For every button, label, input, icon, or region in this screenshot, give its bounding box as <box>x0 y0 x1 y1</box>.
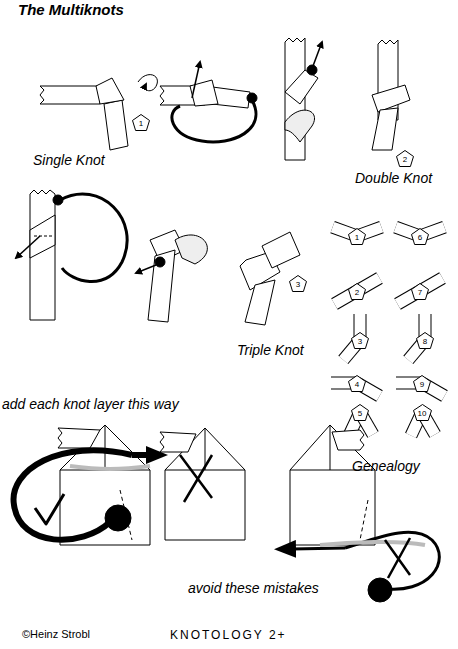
step-pentagon: 2 <box>396 150 414 167</box>
step-pentagon: 4 <box>348 375 366 392</box>
step-pentagon: 2 <box>348 283 366 300</box>
drawing-part <box>16 236 40 258</box>
callout-number: 1 <box>132 114 150 128</box>
step-pentagon: 3 <box>289 275 307 292</box>
callout-number: 2 <box>348 283 366 297</box>
footer-text: KNOTOLOGY 2+ <box>170 627 287 643</box>
step-pentagon: 1 <box>348 228 366 245</box>
callout-number: 10 <box>413 404 432 418</box>
step-pentagon: 8 <box>416 332 434 349</box>
drawing-part <box>155 257 165 267</box>
pentagon-shape <box>352 332 369 348</box>
drawing-part <box>190 80 218 106</box>
drawing-part <box>53 195 63 205</box>
drawing-part <box>285 110 315 142</box>
single-knot-figures <box>40 38 410 160</box>
callout-number: 6 <box>411 228 429 242</box>
drawing-part <box>262 232 300 268</box>
drawing-part <box>180 455 212 502</box>
callout-number: 3 <box>351 332 369 346</box>
drawing-part <box>247 93 257 103</box>
drawing-part <box>332 430 364 450</box>
pentagon-shape <box>349 375 366 391</box>
callout-number: 5 <box>351 404 369 418</box>
pentagon-shape <box>349 228 366 244</box>
genealogy-figures <box>331 227 445 435</box>
drawing-part <box>368 578 392 602</box>
drawing-part <box>58 428 100 448</box>
drawing-part <box>30 215 55 258</box>
footer-text: ©Heinz Strobl <box>22 626 90 642</box>
pentagon-shape <box>414 375 431 391</box>
step-pentagon: 6 <box>411 228 429 245</box>
pentagon-shape <box>349 283 366 299</box>
drawing-part <box>320 542 425 545</box>
drawing-part <box>96 78 124 104</box>
drawing-part <box>307 65 317 75</box>
drawing-part <box>34 236 52 237</box>
drawing-part <box>372 108 398 150</box>
pentagon-shape <box>412 228 429 244</box>
drawing-part <box>148 250 175 322</box>
drawing-part <box>372 85 410 112</box>
callout-number: 3 <box>289 275 307 289</box>
drawing-part <box>290 425 375 545</box>
title: The Multiknots <box>18 2 124 18</box>
drawing-part <box>175 235 207 264</box>
step-pentagon: 5 <box>351 404 369 421</box>
figure-caption: add each knot layer this way <box>2 396 179 412</box>
drawing-part <box>35 494 64 524</box>
step-pentagon: 10 <box>413 404 432 421</box>
pentagon-shape <box>397 150 414 166</box>
figure-caption: Single Knot <box>33 152 105 168</box>
drawing-part <box>192 62 200 98</box>
callout-number: 7 <box>411 283 429 297</box>
drawing-part <box>160 432 196 452</box>
pentagon-shape <box>290 275 307 291</box>
drawing-part <box>360 500 368 540</box>
callout-number: 4 <box>348 375 366 389</box>
drawing-part <box>136 265 156 273</box>
layer-method-figures <box>14 425 440 602</box>
figure-caption: Genealogy <box>352 458 420 474</box>
drawing-part <box>292 548 345 549</box>
drawing-part <box>30 190 55 320</box>
pentagon-shape <box>417 332 434 348</box>
step-pentagon: 3 <box>351 332 369 349</box>
callout-number: 1 <box>348 228 366 242</box>
drawing-part <box>172 100 256 142</box>
drawing-part <box>60 194 127 282</box>
drawing-part <box>105 505 131 531</box>
step-pentagon: 7 <box>411 283 429 300</box>
callout-number: 9 <box>413 375 431 389</box>
drawing-part <box>385 538 410 578</box>
drawing-part <box>70 466 150 469</box>
step-pentagon: 1 <box>132 114 150 131</box>
drawing-part <box>138 75 157 91</box>
pentagon-shape <box>413 404 431 420</box>
pentagon-shape <box>412 283 429 299</box>
callout-number: 8 <box>416 332 434 346</box>
drawing-part <box>14 450 132 539</box>
pentagon-shape <box>352 404 369 420</box>
drawing-part <box>40 86 100 104</box>
triple-knot-figures <box>16 190 300 325</box>
figure-caption: Double Knot <box>355 170 432 186</box>
figure-caption: Triple Knot <box>237 342 304 358</box>
drawing-part <box>104 100 128 150</box>
pentagon-shape <box>133 114 150 130</box>
drawing-part <box>132 452 150 458</box>
figure-caption: avoid these mistakes <box>188 580 319 596</box>
step-pentagon: 9 <box>413 375 431 392</box>
drawing-part <box>245 280 275 325</box>
callout-number: 2 <box>396 150 414 164</box>
drawing-part <box>313 42 322 66</box>
